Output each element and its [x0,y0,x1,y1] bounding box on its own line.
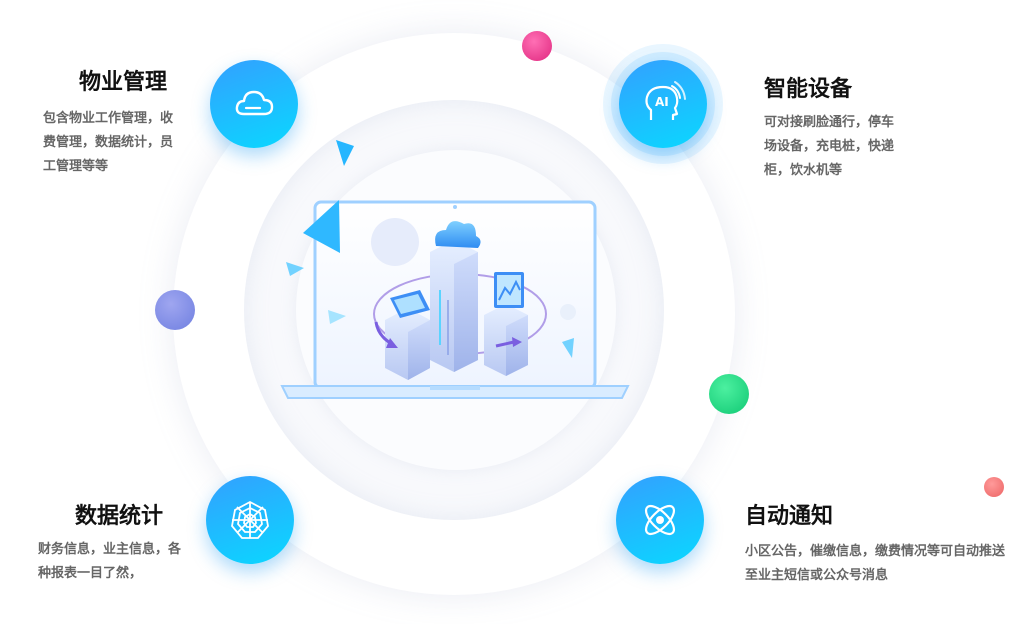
feature-title-notify: 自动通知 [745,504,834,529]
svg-text:AI: AI [655,95,669,109]
ai-icon-circle: AI [619,60,707,148]
feature-title-stats: 数据统计 [75,504,164,529]
atom-icon-circle [616,476,704,564]
feature-desc-property: 包含物业工作管理，收 费管理，数据统计，员 工管理等等 [43,111,174,174]
purple-dot [155,290,195,330]
web-icon [231,500,269,539]
pink-dot [522,31,552,61]
ai-head-icon: AI [645,81,686,120]
web-icon-circle [206,476,294,564]
cloud-icon [235,90,274,116]
feature-desc-stats: 财务信息，业主信息，各 种报表一目了然， [38,542,182,581]
laptop-illustration [280,140,630,399]
feature-desc-notify: 小区公告，催缴信息，缴费情况等可自动推送 至业主短信或公众号消息 [745,544,1006,583]
feature-title-property: 物业管理 [79,70,168,95]
green-dot [709,374,749,414]
feature-title-smart: 智能设备 [764,77,853,102]
cloud-icon-circle [210,60,298,148]
atom-icon [644,504,676,536]
red-dot [984,477,1004,497]
feature-desc-smart: 可对接刷脸通行，停车 场设备，充电桩，快递 柜，饮水机等 [764,115,895,178]
